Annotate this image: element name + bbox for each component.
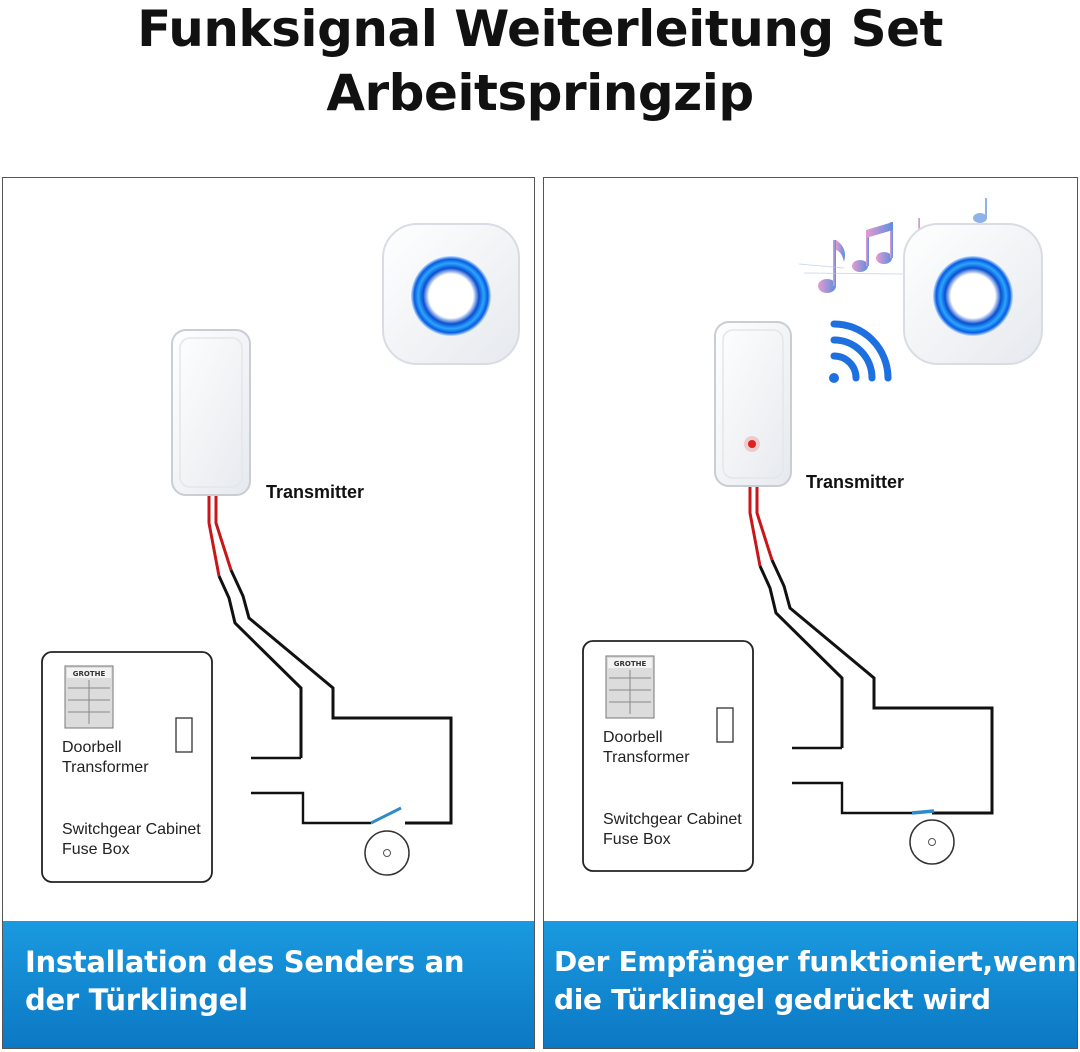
cabinet-label-1: Switchgear Cabinet <box>603 811 742 828</box>
transmitter-icon <box>714 321 792 487</box>
caption-line-2: die Türklingel gedrückt wird <box>554 983 991 1016</box>
caption-line-2: der Türklingel <box>25 983 248 1017</box>
transformer-icon: GROTHE <box>64 665 114 729</box>
wifi-signal-icon <box>829 320 892 383</box>
receiver-icon <box>382 223 520 365</box>
operation-panel: GROTHE Transmitter Doorbell Transformer … <box>543 177 1078 1049</box>
transformer-label-1: Doorbell <box>62 739 122 756</box>
circuit-wires <box>792 746 935 815</box>
transmitter-label: Transmitter <box>266 482 365 502</box>
transformer-label-2: Transformer <box>603 749 690 766</box>
transformer-brand: GROTHE <box>614 660 647 668</box>
page-title-line-1: Funksignal Weiterleitung Set <box>137 0 943 58</box>
installation-diagram: GROTHE <box>41 223 520 883</box>
transmitter-wires <box>207 496 453 825</box>
breaker-switch <box>716 707 734 743</box>
caption-text: Der Empfänger funktioniert,wenn die Türk… <box>554 943 1077 1019</box>
receiver-icon <box>903 223 1043 365</box>
transformer-label-1: Doorbell <box>603 729 663 746</box>
operation-diagram: GROTHE <box>582 198 1043 872</box>
installation-panel: GROTHE Transmitter Doorbell Transformer … <box>2 177 535 1049</box>
doorbell-button-icon <box>364 830 410 876</box>
caption-banner: Der Empfänger funktioniert,wenn die Türk… <box>544 921 1077 1048</box>
led-indicator <box>748 440 756 448</box>
breaker-switch <box>175 717 193 753</box>
transformer-label-2: Transformer <box>62 759 149 776</box>
caption-text: Installation des Senders an der Türkling… <box>25 943 465 1019</box>
circuit-wires <box>251 756 402 825</box>
caption-line-1: Der Empfänger funktioniert,wenn <box>554 945 1077 978</box>
transformer-brand: GROTHE <box>73 670 106 678</box>
transmitter-label: Transmitter <box>806 472 905 492</box>
caption-line-1: Installation des Senders an <box>25 945 465 979</box>
cabinet-label-2: Fuse Box <box>62 841 130 858</box>
page-title-line-2: Arbeitspringzip <box>326 64 754 122</box>
transformer-icon: GROTHE <box>605 655 655 719</box>
transmitter-icon <box>171 329 251 496</box>
caption-banner: Installation des Senders an der Türkling… <box>3 921 534 1048</box>
cabinet-label-1: Switchgear Cabinet <box>62 821 201 838</box>
transmitter-wires <box>748 487 994 815</box>
cabinet-label-2: Fuse Box <box>603 831 671 848</box>
doorbell-button-icon <box>909 819 955 865</box>
